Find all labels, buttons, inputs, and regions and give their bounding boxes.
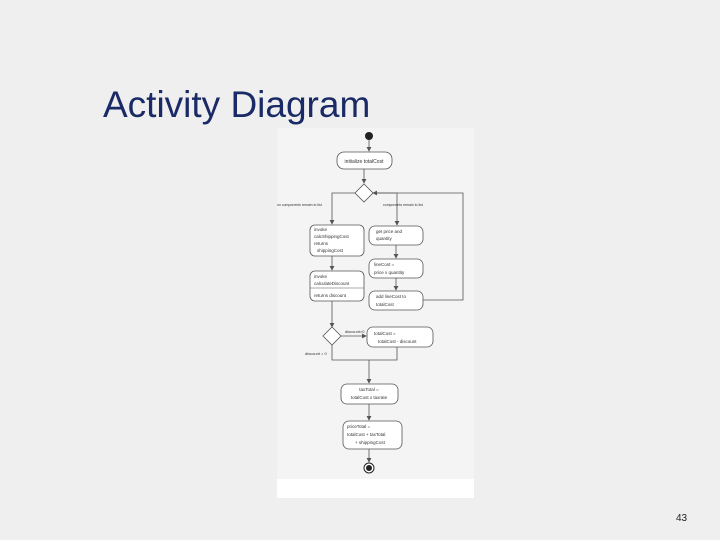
get-price-line-1: get price and — [376, 229, 403, 234]
calc-ship-line-2: calcShippingCost — [314, 234, 350, 239]
calc-ship-line-1: invoke — [314, 227, 328, 232]
action-calc-discount: invoke calculateDiscount returns discoun… — [309, 270, 365, 302]
add-line-line-2: totalCost — [376, 302, 395, 307]
edge-decision-right — [373, 192, 400, 226]
guard-components-remain: components remain to list — [383, 203, 423, 207]
add-line-line-1: add lineCost to — [376, 294, 407, 299]
end-node — [363, 462, 375, 474]
slide-title: Activity Diagram — [103, 84, 371, 125]
decision-discount — [322, 326, 342, 346]
get-price-line-2: quantity — [376, 236, 393, 241]
action-get-price: get price and quantity — [368, 225, 424, 246]
edge-apply-disc-merge — [369, 347, 398, 361]
calc-ship-line-3: returns — [314, 241, 329, 246]
price-total-line-2: totalCost + taxTotal — [347, 432, 385, 437]
tax-line-2: totalCost x taxrate — [351, 395, 388, 400]
calc-disc-line-1: invoke — [314, 274, 328, 279]
edge-loop-back — [372, 190, 464, 301]
action-line-cost: lineCost = price x quantity — [368, 258, 424, 279]
edge-decision-left — [329, 192, 355, 225]
action-add-line-cost: add lineCost to totalCost — [368, 290, 424, 311]
calc-disc-line-3: returns discount — [314, 293, 347, 298]
page-number: 43 — [676, 513, 688, 524]
action-apply-discount: totalCost = totalCost - discount — [366, 326, 434, 348]
activity-diagram: initialize totalCost no components remai… — [277, 132, 464, 474]
action-price-total: priceTotal = totalCost + taxTotal + ship… — [342, 420, 403, 450]
line-cost-line-1: lineCost = — [374, 262, 395, 267]
apply-disc-line-1: totalCost = — [374, 331, 396, 336]
action-tax-total: taxTotal = totalCost x taxrate — [340, 383, 399, 405]
decision-components-remain — [354, 183, 374, 203]
tax-line-1: taxTotal = — [359, 387, 379, 392]
guard-discount-positive: discount>0 — [345, 329, 365, 334]
guard-no-components: no components remain to list — [277, 203, 322, 207]
start-node — [365, 132, 373, 140]
activity-diagram-figure: initialize totalCost no components remai… — [277, 128, 474, 498]
apply-disc-line-2: totalCost - discount — [378, 339, 417, 344]
price-total-line-3: + shippingCost — [355, 440, 386, 445]
action-calc-shipping: invoke calcShippingCost returns shipping… — [309, 224, 365, 257]
edge-discount-zero — [331, 345, 369, 361]
calc-ship-line-4: shippingCost — [317, 248, 344, 253]
line-cost-line-2: price x quantity — [374, 270, 405, 275]
init-label: initialize totalCost — [345, 159, 385, 165]
calc-disc-line-2: calculateDiscount — [314, 281, 350, 286]
price-total-line-1: priceTotal = — [347, 424, 371, 429]
action-initialize-total-cost: initialize totalCost — [336, 151, 393, 170]
guard-discount-zero: discount = 0 — [305, 351, 327, 356]
figure-footer-strip — [277, 479, 474, 498]
